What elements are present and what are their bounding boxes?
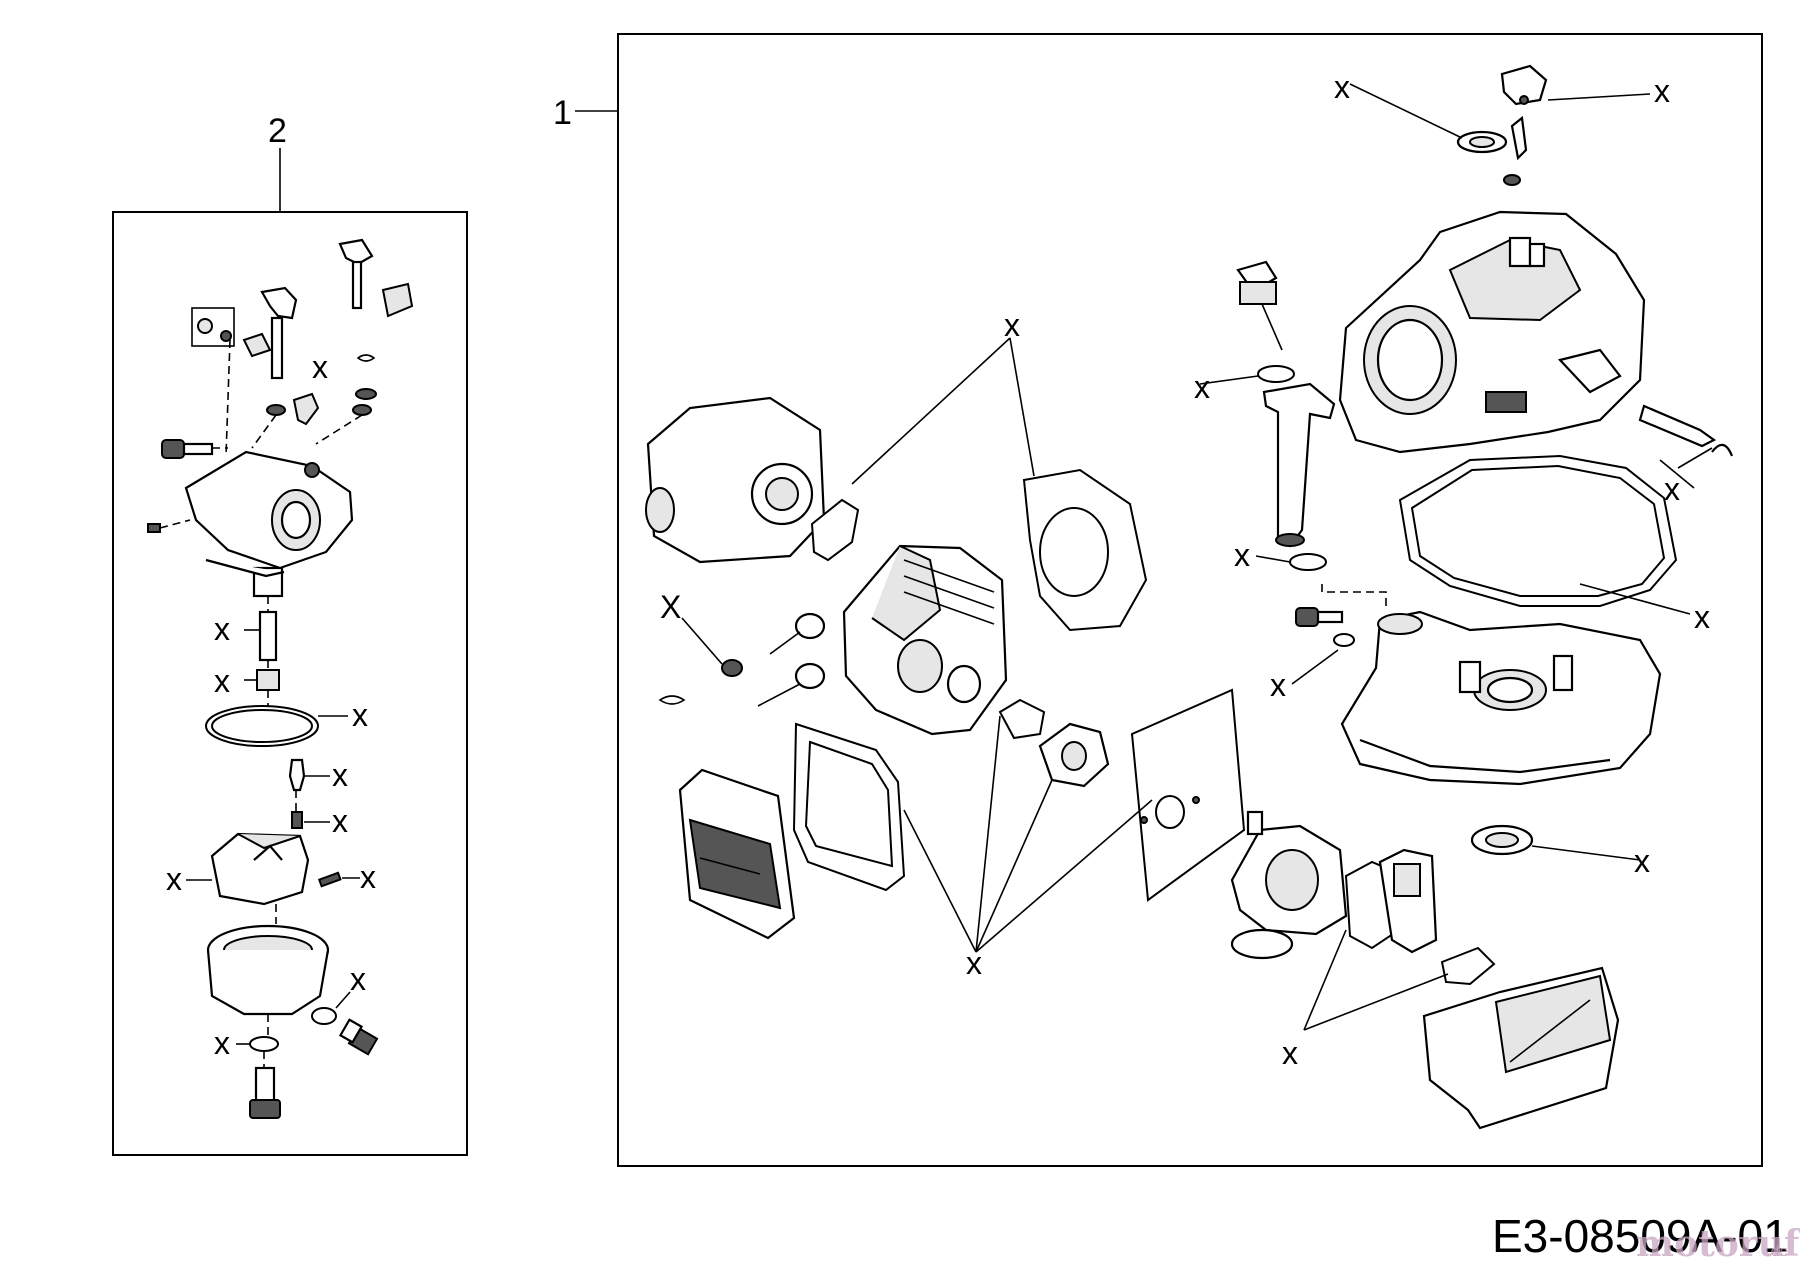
sump-bolt-part: [1295, 607, 1344, 627]
carburetor-body-part: [184, 450, 354, 598]
callout-2-h: x: [360, 859, 376, 895]
callout-2-d: x: [352, 697, 368, 733]
callout-1-g: x: [1694, 599, 1710, 635]
small-spring-part: [291, 811, 330, 829]
dipstick-oring-part: [1257, 365, 1295, 383]
aircleaner-base-part: [1378, 848, 1438, 954]
callout-1-d: x: [1194, 369, 1210, 405]
head-cover-part: [645, 396, 826, 564]
crankcase-part: [1338, 210, 1717, 454]
intake-valve-part: [769, 612, 826, 655]
dipstick-part: [1236, 260, 1283, 351]
panel-2-number: 2: [268, 112, 287, 150]
callout-1-l: x: [1282, 1035, 1298, 1071]
panel-1-frame: [617, 33, 1763, 1167]
tube-oring-part: [1289, 553, 1327, 571]
rocker-cover-part: [678, 768, 796, 940]
drawing-code: E3-08509A-01: [1492, 1210, 1789, 1262]
needle-valve-part: [288, 758, 330, 792]
choke-plate-part: [381, 282, 414, 318]
air-filter-housing-part: [1422, 966, 1620, 1130]
carburetor-part: [1230, 810, 1348, 960]
insulator-gasket-part: [998, 698, 1046, 740]
callout-1-b: x: [1654, 73, 1670, 109]
callout-2-g: x: [166, 861, 182, 897]
emulsion-tube-part: [258, 610, 278, 662]
callout-2-e: x: [332, 757, 348, 793]
callout-2-j: x: [214, 1025, 230, 1061]
panel-2: 2: [112, 112, 468, 1156]
elbow-gasket-part: [1440, 946, 1496, 986]
watermark: motoruf: [1636, 1223, 1800, 1265]
callout-1-h: X: [660, 589, 681, 625]
callout-2-b: x: [214, 611, 230, 647]
callout-2-c: x: [214, 663, 230, 699]
callout-2-i: x: [350, 961, 366, 997]
bowl-washer-part: [311, 1007, 337, 1025]
callout-2-f: x: [332, 803, 348, 839]
float-bowl-part: [206, 924, 330, 1016]
choke-shaft-part: [338, 238, 374, 310]
cylinder-head-part: [842, 544, 1008, 736]
heat-shield-part: [1130, 688, 1246, 902]
bowl-drain-screw-part: [338, 1018, 379, 1056]
callout-1-j: x: [1634, 843, 1650, 879]
panel-1-number: 1: [553, 94, 572, 132]
idle-screw-part: [292, 392, 320, 426]
callout-1-i: x: [1270, 667, 1286, 703]
watermark-suffix: .de: [1766, 1244, 1788, 1260]
sump-washer-part: [1333, 633, 1355, 647]
bowl-bolt-part: [249, 1066, 281, 1119]
carb-bolt-part: [161, 439, 228, 459]
exhaust-valve-part: [757, 662, 826, 707]
callout-1-e: x: [1664, 471, 1680, 507]
breather-gasket-part: [810, 498, 860, 562]
float-pin-part: [317, 871, 342, 888]
drain-washer-part: [249, 1036, 279, 1052]
float-part: [210, 832, 310, 906]
valve-seal-part: [721, 659, 743, 677]
main-jet-part: [256, 669, 280, 691]
callout-1-a: x: [1334, 69, 1350, 105]
valve-spring-part: [658, 695, 686, 705]
panel-1: 1: [553, 33, 1763, 1167]
callout-1-c: x: [1004, 307, 1020, 343]
callout-1-f: x: [1234, 537, 1250, 573]
throttle-shaft-part: [242, 286, 298, 380]
dipstick-tube-part: [1262, 382, 1336, 548]
oil-sump-part: [1340, 610, 1662, 786]
callout-1-k: x: [966, 945, 982, 981]
callout-2-a: x: [312, 349, 328, 385]
governor-part: [1500, 64, 1548, 186]
spring-part: [356, 354, 376, 362]
panel-2-frame: [112, 211, 468, 1156]
